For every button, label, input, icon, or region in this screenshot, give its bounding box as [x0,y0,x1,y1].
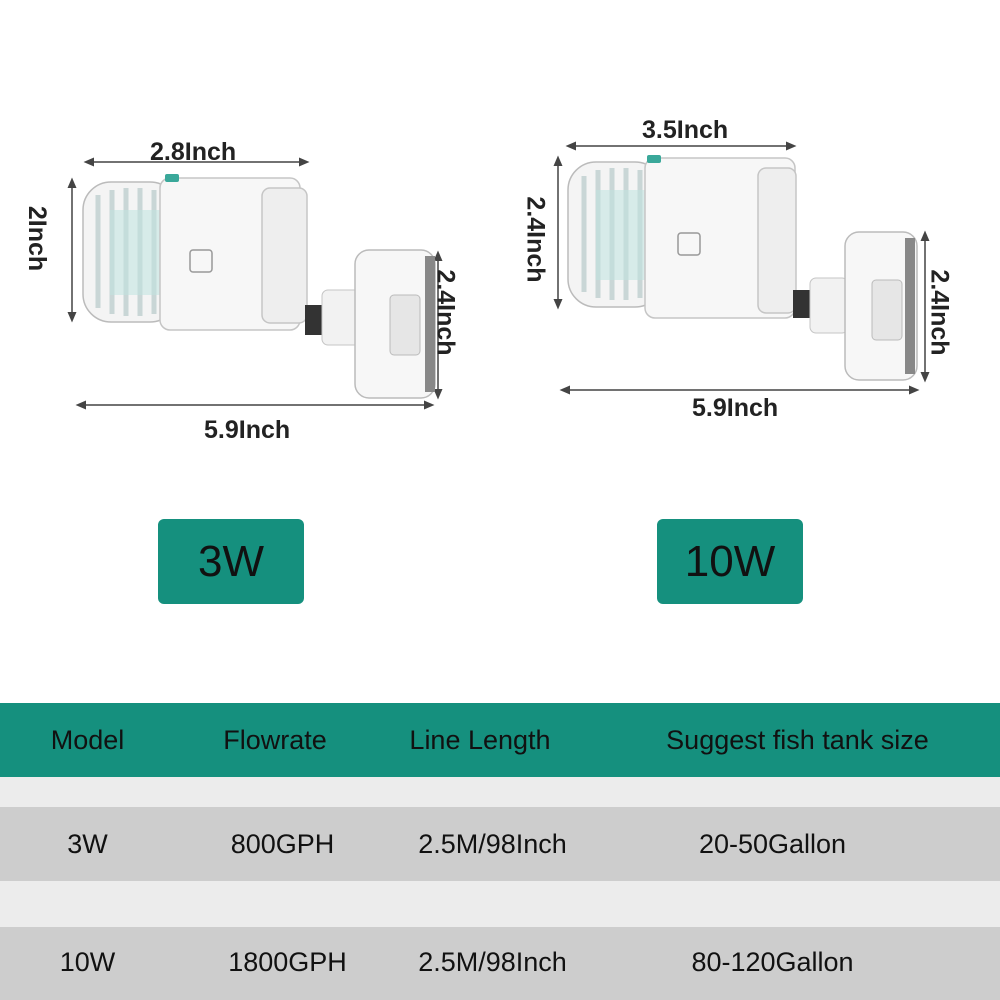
dim-top-width: 3.5Inch [642,116,729,144]
cell-tank-size: 80-120Gallon [691,947,854,977]
table-row: 10W 1800GPH 2.5M/98Inch 80-120Gallon [0,927,1000,1000]
cell-flowrate: 800GPH [230,829,335,859]
cell-model: 3W [67,829,108,859]
table-header: Model Flowrate Line Length Suggest fish … [0,703,1000,777]
cell-model: 10W [59,947,116,977]
wattage-badge-3w: 3W [158,519,304,604]
row-spacer [0,881,1000,927]
dim-total-length: 5.9Inch [204,416,291,444]
header-tank-size: Suggest fish tank size [666,725,929,755]
header-flowrate: Flowrate [223,725,327,755]
cell-line-length: 2.5M/98Inch [418,947,567,977]
dim-left-height: 2Inch [23,205,52,272]
dim-left-height: 2.4Inch [521,196,550,283]
wattage-badge-10w: 10W [657,519,803,604]
cell-line-length: 2.5M/98Inch [418,829,567,859]
row-spacer [0,777,1000,807]
cell-flowrate: 1800GPH [228,947,347,977]
dim-total-length: 5.9Inch [692,394,779,422]
pump-10w-illustration [553,141,930,395]
dim-right-height: 2.4Inch [925,269,954,356]
dim-right-height: 2.4Inch [431,269,460,356]
cell-tank-size: 20-50Gallon [698,829,847,859]
pump-3w-illustration [67,157,443,410]
table-row: 3W 800GPH 2.5M/98Inch 20-50Gallon [0,807,1000,881]
header-line-length: Line Length [409,725,551,755]
header-model: Model [50,725,125,755]
dim-top-width: 2.8Inch [150,138,237,166]
